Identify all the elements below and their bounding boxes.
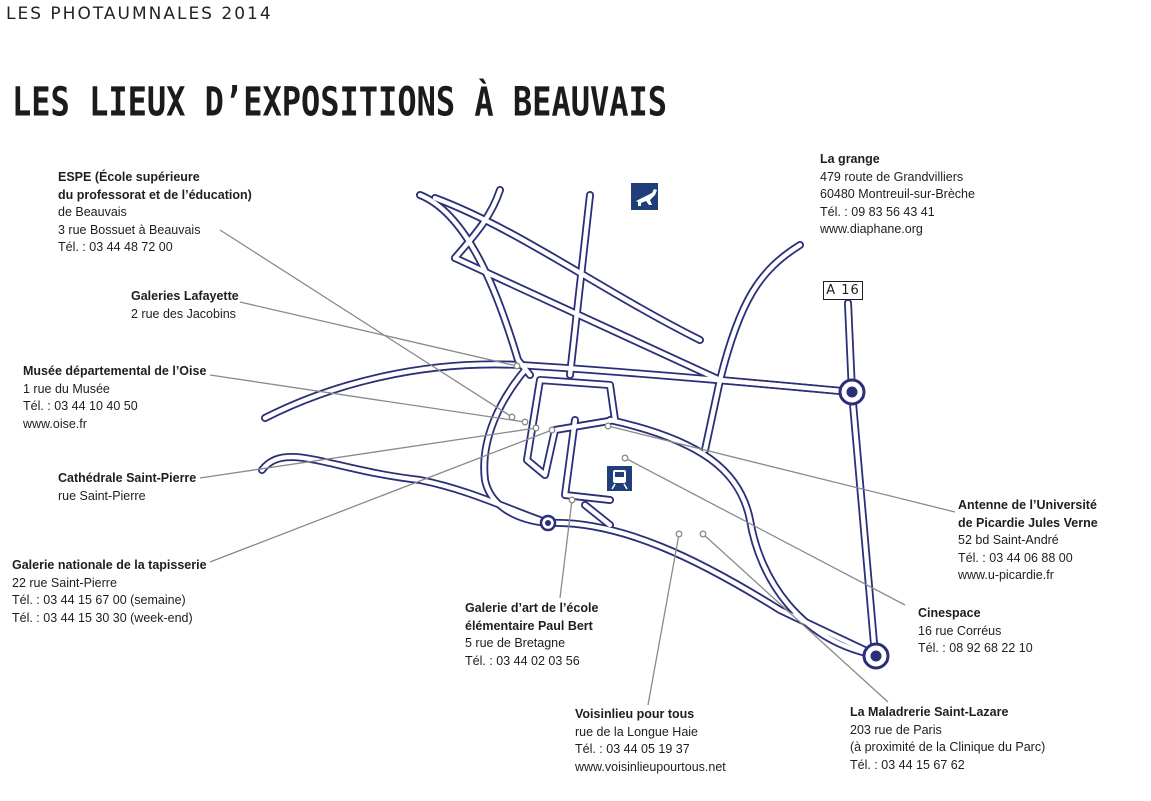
venue-musee-oise: Musée départemental de l’Oise 1 rue du M… — [23, 363, 206, 433]
venue-info: www.diaphane.org — [820, 222, 923, 236]
train-icon — [607, 466, 632, 491]
venue-markers — [508, 362, 707, 538]
venue-name: de Picardie Jules Verne — [958, 515, 1098, 530]
venue-info: www.voisinlieupourtous.net — [575, 759, 726, 774]
edition-header: LES PHOTAUMNALES 2014 — [6, 4, 273, 24]
venue-info: 1 rue du Musée — [23, 381, 110, 396]
venue-paul-bert: Galerie d’art de l’école élémentaire Pau… — [465, 600, 598, 670]
venue-info: Tél. : 03 44 15 67 00 (semaine) — [12, 593, 186, 607]
venue-info: 2 rue des Jacobins — [131, 306, 236, 321]
venue-info: Tél. : 09 83 56 43 41 — [820, 204, 935, 219]
venue-cathedrale: Cathédrale Saint-Pierre rue Saint-Pierre — [58, 470, 196, 505]
venue-info: 16 rue Corréus — [918, 623, 1002, 638]
a16-road-badge: A 16 — [823, 281, 863, 300]
venue-info: Tél. : 03 44 15 30 30 (week-end) — [12, 610, 193, 625]
venue-espe: ESPE (École supérieure du professorat et… — [58, 169, 252, 257]
roundabout-icon — [862, 642, 890, 670]
venue-name: Galeries Lafayette — [131, 289, 239, 303]
venue-info: www.u-picardie.fr — [958, 568, 1054, 582]
venue-name: élémentaire Paul Bert — [465, 618, 593, 633]
venue-info: www.oise.fr — [23, 416, 87, 431]
venue-info: rue de la Longue Haie — [575, 724, 699, 739]
airplane-icon — [631, 183, 658, 210]
venue-cinespace: Cinespace 16 rue Corréus Tél. : 08 92 68… — [918, 605, 1033, 658]
venue-name: du professorat et de l’éducation) — [58, 187, 252, 202]
venue-info: Tél. : 03 44 06 88 00 — [958, 550, 1073, 565]
venue-info: 60480 Montreuil-sur-Brèche — [820, 187, 975, 201]
venue-info: Tél. : 03 44 48 72 00 — [58, 240, 173, 254]
venue-maladrerie: La Maladrerie Saint-Lazare 203 rue de Pa… — [850, 704, 1045, 774]
page-title: LES LIEUX D’EXPOSITIONS À BEAUVAIS — [12, 78, 668, 126]
leader-lines — [199, 229, 956, 706]
venue-info: 479 route de Grandvilliers — [820, 169, 964, 184]
venue-info: 22 rue Saint-Pierre — [12, 575, 117, 590]
venue-name: Cathédrale Saint-Pierre — [58, 471, 197, 485]
venue-info: Tél. : 03 44 10 40 50 — [23, 399, 138, 413]
roundabout-icon — [539, 514, 557, 532]
roundabout-icon — [838, 378, 866, 406]
venue-name: Cinespace — [918, 606, 981, 620]
venue-info: 5 rue de Bretagne — [465, 636, 566, 650]
venue-name: La grange — [820, 152, 880, 166]
venue-voisinlieu: Voisinlieu pour tous rue de la Longue Ha… — [575, 706, 726, 776]
venue-info: 3 rue Bossuet à Beauvais — [58, 222, 201, 237]
venue-name: Musée départemental de l’Oise — [23, 364, 207, 378]
venue-name: La Maladrerie Saint-Lazare — [850, 705, 1009, 719]
venue-info: Tél. : 03 44 15 67 62 — [850, 757, 965, 772]
venue-galeries-lafayette: Galeries Lafayette 2 rue des Jacobins — [131, 288, 239, 323]
venue-name: Galerie d’art de l’école — [465, 601, 599, 615]
venue-name: ESPE (École supérieure — [58, 170, 200, 184]
venue-info: Tél. : 03 44 02 03 56 — [465, 653, 580, 668]
venue-la-grange: La grange 479 route de Grandvilliers 604… — [820, 151, 975, 239]
venue-info: Tél. : 03 44 05 19 37 — [575, 742, 690, 756]
venue-info: 203 rue de Paris — [850, 722, 942, 737]
venue-info: (à proximité de la Clinique du Parc) — [850, 740, 1046, 754]
venue-tapisserie: Galerie nationale de la tapisserie 22 ru… — [12, 557, 207, 627]
venue-universite: Antenne de l’Université de Picardie Jule… — [958, 497, 1098, 585]
venue-info: de Beauvais — [58, 205, 127, 219]
venue-info: rue Saint-Pierre — [58, 488, 146, 503]
venue-info: 52 bd Saint-André — [958, 533, 1059, 547]
venue-info: Tél. : 08 92 68 22 10 — [918, 641, 1033, 655]
venue-name: Antenne de l’Université — [958, 498, 1097, 512]
venue-name: Galerie nationale de la tapisserie — [12, 558, 207, 572]
venue-name: Voisinlieu pour tous — [575, 707, 695, 721]
